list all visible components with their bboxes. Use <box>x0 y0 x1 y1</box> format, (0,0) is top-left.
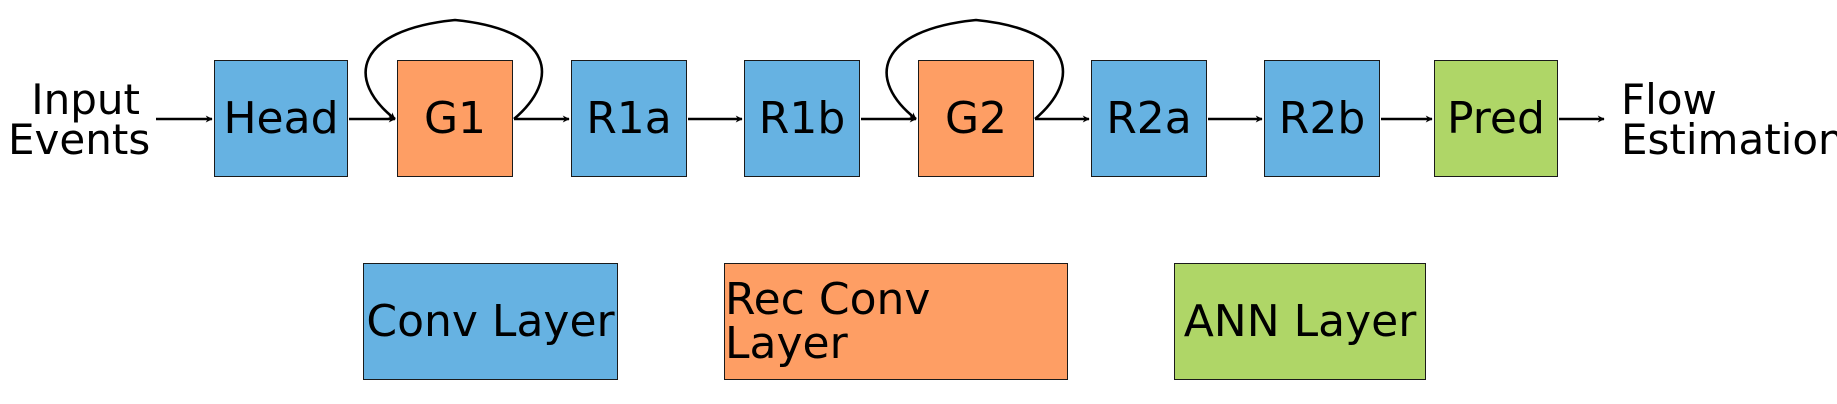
legend-ann-layer: ANN Layer <box>1174 263 1426 380</box>
flow-estimation-label: Flow Estimation <box>1621 75 1837 164</box>
input-label-line2: Events <box>8 115 151 164</box>
node-r1a-label: R1a <box>586 92 672 144</box>
legend-conv-layer: Conv Layer <box>363 263 618 380</box>
legend-rec-conv-layer: Rec Conv Layer <box>724 263 1068 380</box>
output-label-line1: Flow <box>1621 75 1717 124</box>
legend-ann-label: ANN Layer <box>1183 295 1417 347</box>
node-r2b-label: R2b <box>1278 92 1366 144</box>
node-g2: G2 <box>918 60 1034 177</box>
recurrent-loop-g2 <box>885 18 1065 121</box>
output-label-line2: Estimation <box>1621 115 1837 164</box>
node-r1a: R1a <box>571 60 687 177</box>
legend-rec-conv-label: Rec Conv Layer <box>725 273 931 369</box>
node-pred: Pred <box>1434 60 1558 177</box>
node-head: Head <box>214 60 348 177</box>
input-label-line1: Input <box>31 75 140 124</box>
node-g1-label: G1 <box>423 92 487 144</box>
legend-conv-label: Conv Layer <box>366 295 615 347</box>
node-head-label: Head <box>223 92 339 144</box>
node-r2a-label: R2a <box>1106 92 1192 144</box>
recurrent-loop-g1 <box>364 18 544 121</box>
input-events-label: Input Events <box>8 75 151 164</box>
node-r1b: R1b <box>744 60 860 177</box>
node-g1: G1 <box>397 60 513 177</box>
node-r2b: R2b <box>1264 60 1380 177</box>
node-r2a: R2a <box>1091 60 1207 177</box>
node-g2-label: G2 <box>944 92 1008 144</box>
node-r1b-label: R1b <box>758 92 846 144</box>
node-pred-label: Pred <box>1447 92 1545 144</box>
